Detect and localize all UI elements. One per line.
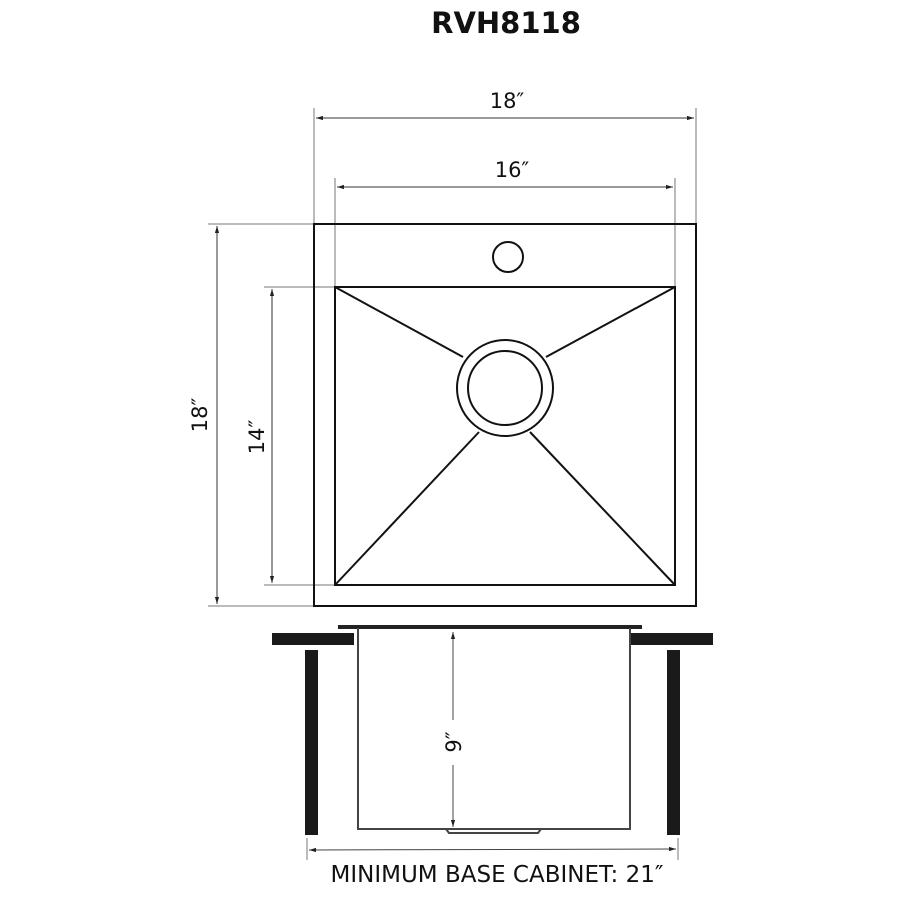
cabinet-wall-left (305, 650, 318, 835)
cabinet-wall-right (667, 650, 680, 835)
side-view: 9″ (272, 625, 713, 860)
minimum-cabinet-caption: MINIMUM BASE CABINET: 21″ (330, 862, 664, 888)
top-view: 18″ 16″ 18″ 14″ (188, 89, 697, 607)
sink-outer-deck (313, 223, 697, 607)
model-title: RVH8118 (431, 6, 581, 40)
overall-depth-label: 18″ (188, 398, 212, 433)
overall-width-label: 18″ (490, 89, 525, 113)
bowl-width-label: 16″ (495, 158, 530, 182)
countertop-right (631, 633, 713, 645)
drain-outer-ring-icon (456, 339, 554, 437)
bowl-height-label: 9″ (442, 731, 466, 752)
faucet-hole-icon (492, 241, 524, 273)
sink-basin-side (357, 628, 631, 830)
cabinet-width-dimension-line (308, 846, 677, 853)
countertop-left (272, 633, 354, 645)
sink-basin (334, 286, 676, 586)
bowl-depth-label: 14″ (245, 420, 269, 455)
drain-inner-icon (467, 350, 543, 426)
sink-rim-flange (338, 625, 642, 629)
